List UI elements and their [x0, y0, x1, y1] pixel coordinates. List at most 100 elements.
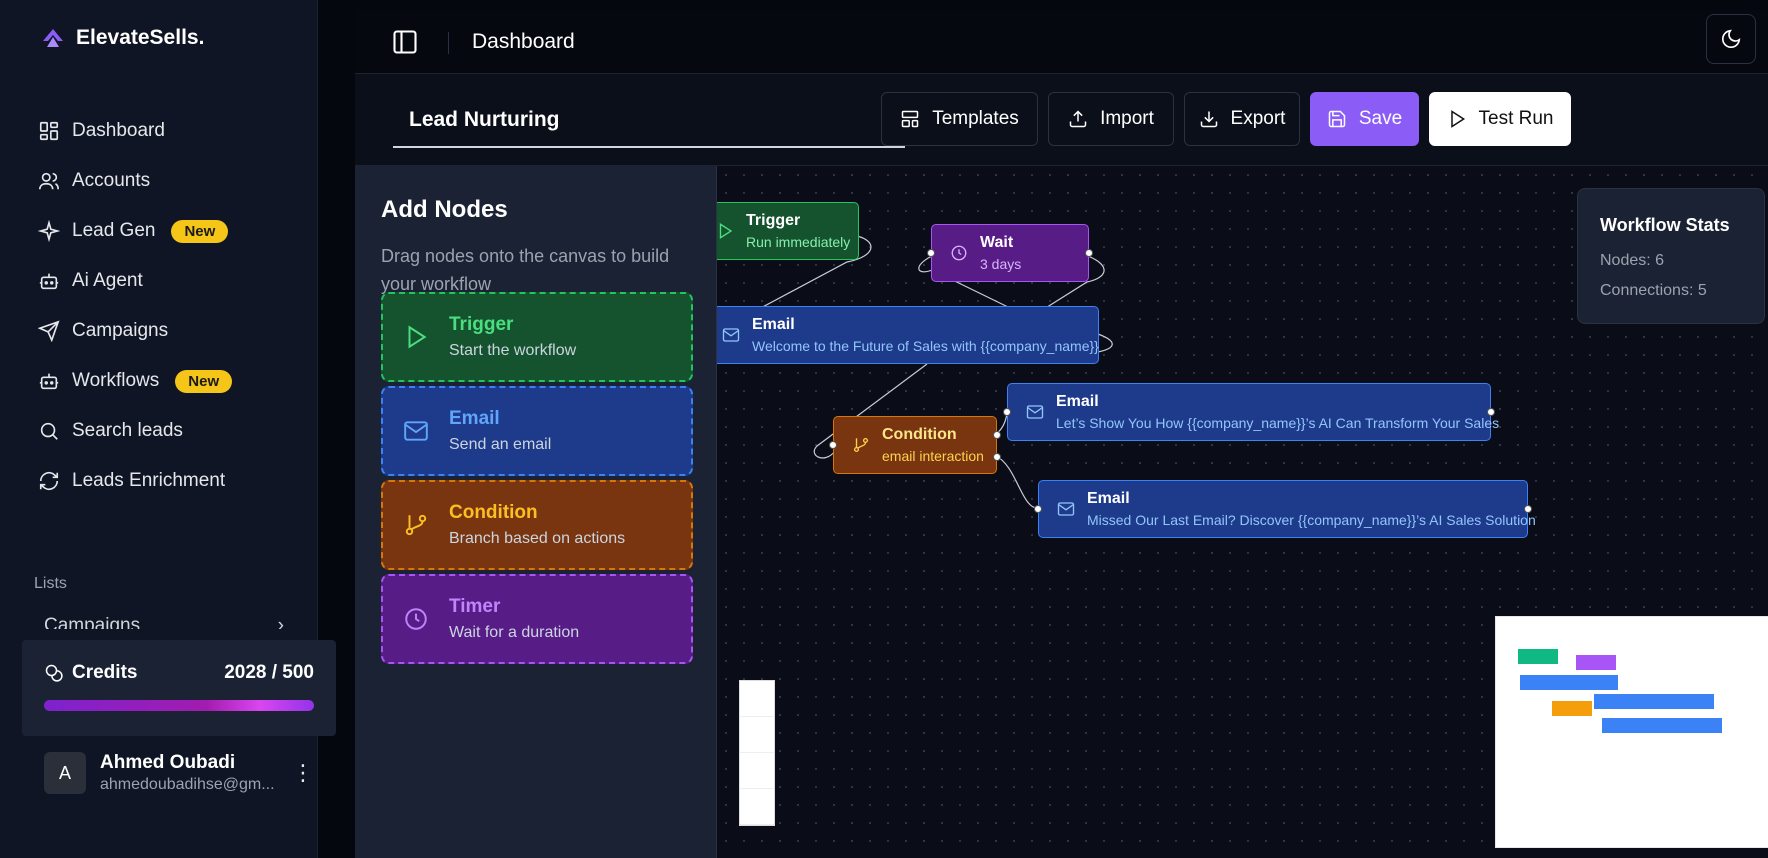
- node-handle[interactable]: [993, 431, 1001, 439]
- nav-label: Search leads: [72, 420, 183, 441]
- palette-node-trigger[interactable]: Trigger Start the workflow: [381, 292, 693, 382]
- node-type: Wait: [980, 234, 1014, 251]
- nav-item-leads-enrichment[interactable]: Leads Enrichment: [38, 456, 298, 506]
- mail-icon: [404, 421, 428, 441]
- node-palette: Add Nodes Drag nodes onto the canvas to …: [355, 166, 717, 858]
- import-button[interactable]: Import: [1048, 92, 1174, 146]
- logo-icon: [43, 29, 63, 47]
- workflow-stats-panel: Workflow Stats Nodes: 6 Connections: 5: [1577, 188, 1765, 324]
- theme-toggle-button[interactable]: [1706, 14, 1756, 64]
- mail-icon: [1057, 502, 1075, 516]
- node-handle[interactable]: [1487, 408, 1495, 416]
- export-button[interactable]: Export: [1184, 92, 1300, 146]
- templates-button[interactable]: Templates: [881, 92, 1038, 146]
- brand[interactable]: ElevateSells.: [42, 26, 204, 50]
- node-handle[interactable]: [1034, 505, 1042, 513]
- zoom-out-button[interactable]: [740, 717, 774, 753]
- nav-label: Workflows: [72, 370, 160, 391]
- new-badge: New: [171, 219, 229, 243]
- nav-item-workflows[interactable]: Workflows New: [38, 356, 298, 406]
- flow-node-email-1[interactable]: Email Welcome to the Future of Sales wit…: [717, 306, 1099, 364]
- node-type: Email: [1087, 490, 1130, 507]
- moon-icon: [1721, 29, 1741, 49]
- minimap-node: [1552, 701, 1592, 716]
- node-subtitle: Branch based on actions: [449, 530, 626, 547]
- send-icon: [38, 320, 60, 342]
- node-subtitle: Wait for a duration: [449, 624, 580, 641]
- list-item-campaigns[interactable]: Campaigns ›: [44, 615, 320, 629]
- node-type: Email: [1056, 393, 1099, 410]
- workflow-name-input[interactable]: Lead Nurturing: [393, 108, 905, 148]
- refresh-icon: [39, 472, 59, 490]
- sidebar: ElevateSells. Dashboard Accounts Lead Ge…: [0, 0, 336, 858]
- node-handle[interactable]: [927, 249, 935, 257]
- flow-node-condition[interactable]: Condition email interaction: [829, 416, 1001, 474]
- node-handle[interactable]: [1003, 408, 1011, 416]
- flow-node-trigger[interactable]: Trigger Run immediately: [717, 202, 859, 260]
- search-icon: [40, 422, 58, 440]
- nav-item-campaigns[interactable]: Campaigns: [38, 306, 298, 356]
- node-handle[interactable]: [829, 441, 837, 449]
- workflow-editor-header: Lead Nurturing Templates Import Export S…: [355, 74, 1768, 166]
- lock-button[interactable]: [740, 789, 774, 825]
- node-detail: Welcome to the Future of Sales with {{co…: [752, 338, 1099, 354]
- mail-icon: [1026, 405, 1044, 419]
- node-handle[interactable]: [1085, 249, 1093, 257]
- coins-icon: [45, 664, 63, 682]
- users-icon: [39, 172, 59, 190]
- upload-icon: [1069, 110, 1087, 128]
- fit-view-button[interactable]: [740, 753, 774, 789]
- user-email: ahmedoubadihse@gm...: [100, 776, 275, 793]
- more-vertical-icon[interactable]: ⋮: [292, 760, 314, 785]
- node-handle[interactable]: [1524, 505, 1532, 513]
- palette-node-email[interactable]: Email Send an email: [381, 386, 693, 476]
- button-label: Export: [1230, 108, 1286, 129]
- node-subtitle: Start the workflow: [449, 342, 577, 359]
- node-title: Timer: [449, 596, 501, 617]
- workflow-canvas[interactable]: Trigger Run immediately Wait 3 days Emai…: [717, 166, 1768, 858]
- chevron-right-icon: ›: [277, 615, 284, 629]
- edge: [1097, 333, 1113, 353]
- node-title: Condition: [449, 502, 538, 523]
- test-run-button[interactable]: Test Run: [1429, 92, 1571, 146]
- button-label: Import: [1100, 108, 1154, 129]
- nav-item-lead-gen[interactable]: Lead Gen New: [38, 206, 298, 256]
- user-name: Ahmed Oubadi: [100, 752, 236, 773]
- palette-node-condition[interactable]: Condition Branch based on actions: [381, 480, 693, 570]
- node-handle[interactable]: [993, 453, 1001, 461]
- nav-label: Dashboard: [72, 120, 165, 141]
- user-profile[interactable]: A Ahmed Oubadi ahmedoubadihse@gm... ⋮: [44, 752, 314, 794]
- play-icon: [408, 325, 427, 349]
- clock-icon: [951, 245, 967, 261]
- nav-item-ai-agent[interactable]: Ai Agent: [38, 256, 298, 306]
- page-title: Dashboard: [472, 30, 575, 53]
- nav-item-search-leads[interactable]: Search leads: [38, 406, 298, 456]
- palette-node-timer[interactable]: Timer Wait for a duration: [381, 574, 693, 664]
- nav-item-accounts[interactable]: Accounts: [38, 156, 298, 206]
- save-icon: [1328, 110, 1346, 128]
- canvas-controls: [739, 680, 775, 826]
- node-detail: Missed Our Last Email? Discover {{compan…: [1087, 512, 1536, 528]
- node-detail: email interaction: [882, 448, 984, 464]
- minimap[interactable]: [1495, 616, 1768, 848]
- stats-nodes: Nodes: 6: [1600, 252, 1665, 269]
- flow-node-email-2[interactable]: Email Let’s Show You How {{company_name}…: [1003, 383, 1499, 441]
- sparkle-icon: [38, 220, 60, 242]
- nav-label: Leads Enrichment: [72, 470, 226, 491]
- node-detail: Run immediately: [746, 234, 851, 250]
- nav-label: Ai Agent: [72, 270, 143, 291]
- nav-label: Accounts: [72, 170, 151, 191]
- flow-node-wait[interactable]: Wait 3 days: [927, 224, 1093, 282]
- minimap-node: [1594, 694, 1714, 709]
- zoom-in-button[interactable]: [740, 681, 774, 717]
- list-item-label: Campaigns: [44, 615, 141, 629]
- mail-icon: [722, 328, 740, 342]
- node-type: Trigger: [746, 212, 801, 229]
- save-button[interactable]: Save: [1310, 92, 1419, 146]
- node-type: Condition: [882, 426, 957, 443]
- nav-item-dashboard[interactable]: Dashboard: [38, 106, 298, 156]
- flow-node-email-3[interactable]: Email Missed Our Last Email? Discover {{…: [1034, 480, 1536, 538]
- sidebar-toggle-button[interactable]: [391, 28, 419, 61]
- stats-connections: Connections: 5: [1600, 282, 1707, 299]
- main-nav: Dashboard Accounts Lead Gen New Ai Agent…: [38, 106, 298, 506]
